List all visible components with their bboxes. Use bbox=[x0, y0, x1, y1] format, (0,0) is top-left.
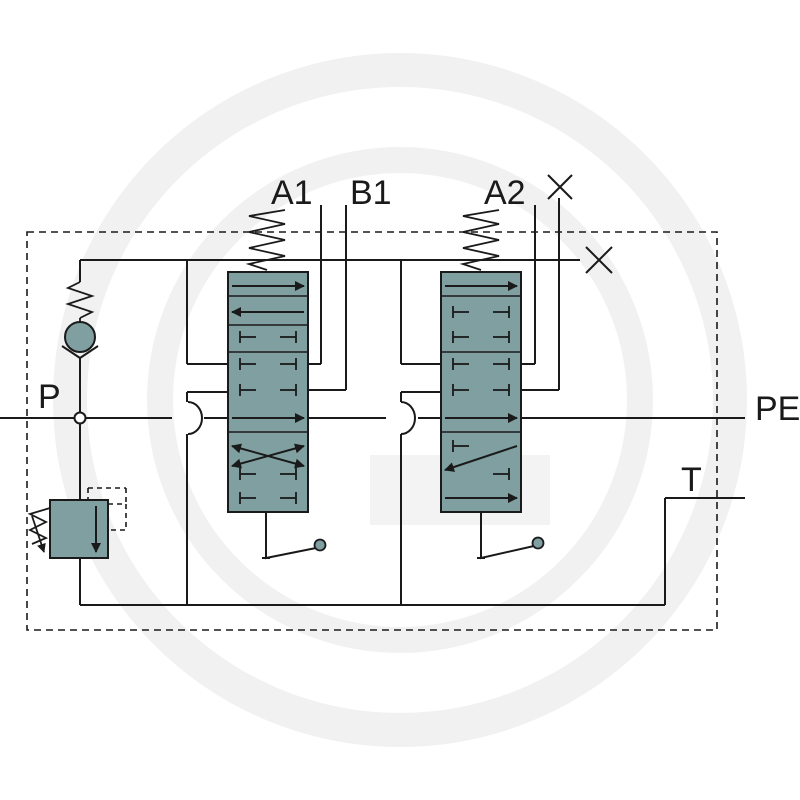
plug-cross-top bbox=[547, 174, 573, 200]
port-label-b1: B1 bbox=[350, 174, 392, 212]
relief-spring bbox=[27, 507, 51, 545]
check-valve-spring bbox=[65, 281, 95, 319]
pressure-relief-valve bbox=[27, 487, 127, 559]
valve-1-lever-knob bbox=[313, 538, 327, 552]
pressure-lines bbox=[0, 198, 745, 606]
valve-1-spring bbox=[245, 209, 286, 271]
port-label-p: P bbox=[38, 378, 61, 416]
junction-node bbox=[73, 411, 87, 425]
port-label-a1: A1 bbox=[271, 174, 313, 212]
port-label-pe: PE bbox=[755, 390, 800, 428]
plug-cross-right bbox=[585, 246, 613, 274]
valve-1-lever bbox=[265, 512, 317, 560]
valve-2-spring bbox=[459, 209, 500, 271]
port-label-a2: A2 bbox=[484, 174, 526, 212]
directional-valve-1 bbox=[227, 209, 327, 560]
check-valve bbox=[61, 281, 99, 360]
valve-block-boundary bbox=[26, 231, 718, 631]
directional-valve-2 bbox=[440, 209, 545, 560]
valve-2-lever-knob bbox=[531, 536, 545, 550]
port-label-t: T bbox=[681, 461, 702, 499]
